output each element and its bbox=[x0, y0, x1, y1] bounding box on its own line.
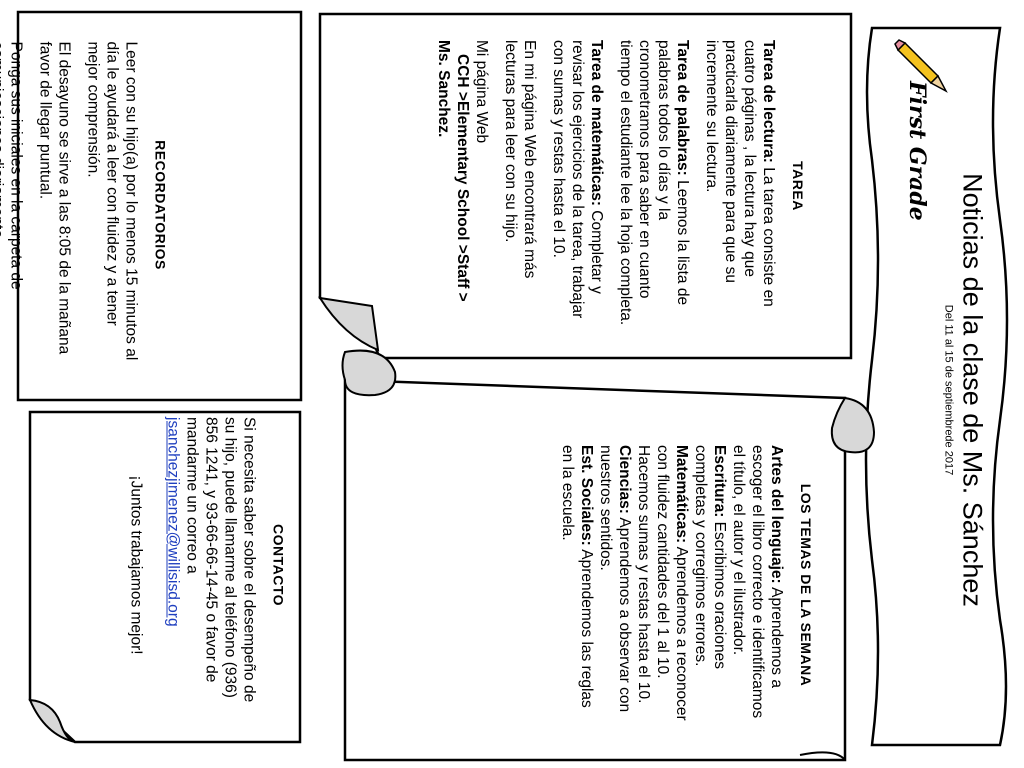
contacto-text: Si necesita saber sobre el desempeño de … bbox=[183, 417, 258, 703]
tarea-lectura-label: Tarea de lectura: bbox=[760, 40, 777, 163]
recordatorio-item: El desayuno se sirve a las 8:05 de la ma… bbox=[36, 41, 73, 355]
recordatorios-title: RECORDATORIOS bbox=[152, 140, 169, 270]
tarea-web-text: En mi página Web encontrará más lecturas… bbox=[502, 40, 538, 279]
tarea-title: TAREA bbox=[790, 161, 806, 211]
temas-scroll-roll-bottom bbox=[799, 751, 846, 761]
email-link[interactable]: jsanchezjimenez@willisisd.org bbox=[164, 417, 182, 627]
recordatorios-section: RECORDATORIOS Leer con su hijo(a) por lo… bbox=[0, 28, 293, 383]
first-grade-logo: First Grade bbox=[893, 38, 951, 221]
temas-matematicas: Matemáticas: Aprendemos a reconocer con … bbox=[634, 445, 691, 725]
temas-escritura-label: Escritura: bbox=[711, 445, 728, 518]
page-subtitle: Del 11 al 15 de septiembrede 2017 bbox=[942, 304, 955, 476]
contacto-section: CONTACTO Si necesita saber sobre el dese… bbox=[63, 405, 298, 725]
temas-scroll-roll-top bbox=[341, 349, 397, 397]
recordatorios-box-outline bbox=[16, 10, 303, 402]
tarea-path-line1: CCH >Elementary School >Staff > bbox=[454, 54, 471, 302]
contacto-closing: ¡Juntos trabajamos mejor! bbox=[127, 475, 145, 655]
temas-escritura: Escritura: Escribimos oraciones completa… bbox=[691, 445, 729, 725]
temas-ciencias-label: Ciencias: bbox=[616, 445, 633, 514]
temas-section: LOS TEMAS DE LA SEMANA Artes del lenguaj… bbox=[395, 435, 815, 735]
temas-title: LOS TEMAS DE LA SEMANA bbox=[798, 483, 814, 687]
recordatorio-item: Leer con su hijo(a) por lo menos 15 minu… bbox=[84, 41, 140, 361]
newsletter-header: Noticias de la clase de Ms. Sánchez Del … bbox=[883, 30, 988, 750]
temas-artes: Artes del lenguaje: Aprendemos a escoger… bbox=[729, 445, 786, 725]
tarea-path-line2: Ms. Sanchez. bbox=[435, 40, 452, 138]
temas-sociales-label: Est. Sociales: bbox=[578, 445, 595, 546]
tarea-pagina-label: Mi página Web bbox=[473, 40, 490, 144]
contacto-paragraph: Si necesita saber sobre el desempeño de … bbox=[164, 417, 259, 713]
contacto-box-outline bbox=[28, 410, 302, 744]
tarea-matematicas-label: Tarea de matemáticas: bbox=[588, 40, 605, 206]
pencil-icon bbox=[894, 39, 948, 93]
contacto-title: CONTACTO bbox=[270, 523, 287, 607]
temas-ciencias: Ciencias: Aprendemos a observar con nues… bbox=[596, 445, 634, 725]
tarea-matematicas: Tarea de matemáticas: Completar y revisa… bbox=[549, 40, 606, 332]
tarea-section: TAREA Tarea de lectura: La tarea consist… bbox=[315, 26, 815, 346]
tarea-palabras-label: Tarea de palabras: bbox=[674, 40, 691, 176]
contacto-curl bbox=[28, 698, 76, 743]
tarea-lectura: Tarea de lectura: La tarea consiste en c… bbox=[702, 40, 778, 332]
temas-artes-label: Artes del lenguaje: bbox=[768, 445, 785, 584]
recordatorio-item: Ponga sus iniciales en la carpeta de com… bbox=[0, 41, 25, 290]
header-banner-outline bbox=[864, 26, 1009, 747]
temas-sociales: Est. Sociales: Aprendemos las reglas en … bbox=[558, 445, 596, 725]
page-title: Noticias de la clase de Ms. Sánchez bbox=[957, 173, 988, 607]
tarea-curl bbox=[317, 296, 380, 352]
temas-scroll-roll-side bbox=[830, 396, 876, 454]
temas-matematicas-label: Matemáticas: bbox=[673, 445, 690, 544]
tarea-palabras: Tarea de palabras: Leemos la lista de pa… bbox=[616, 40, 692, 332]
